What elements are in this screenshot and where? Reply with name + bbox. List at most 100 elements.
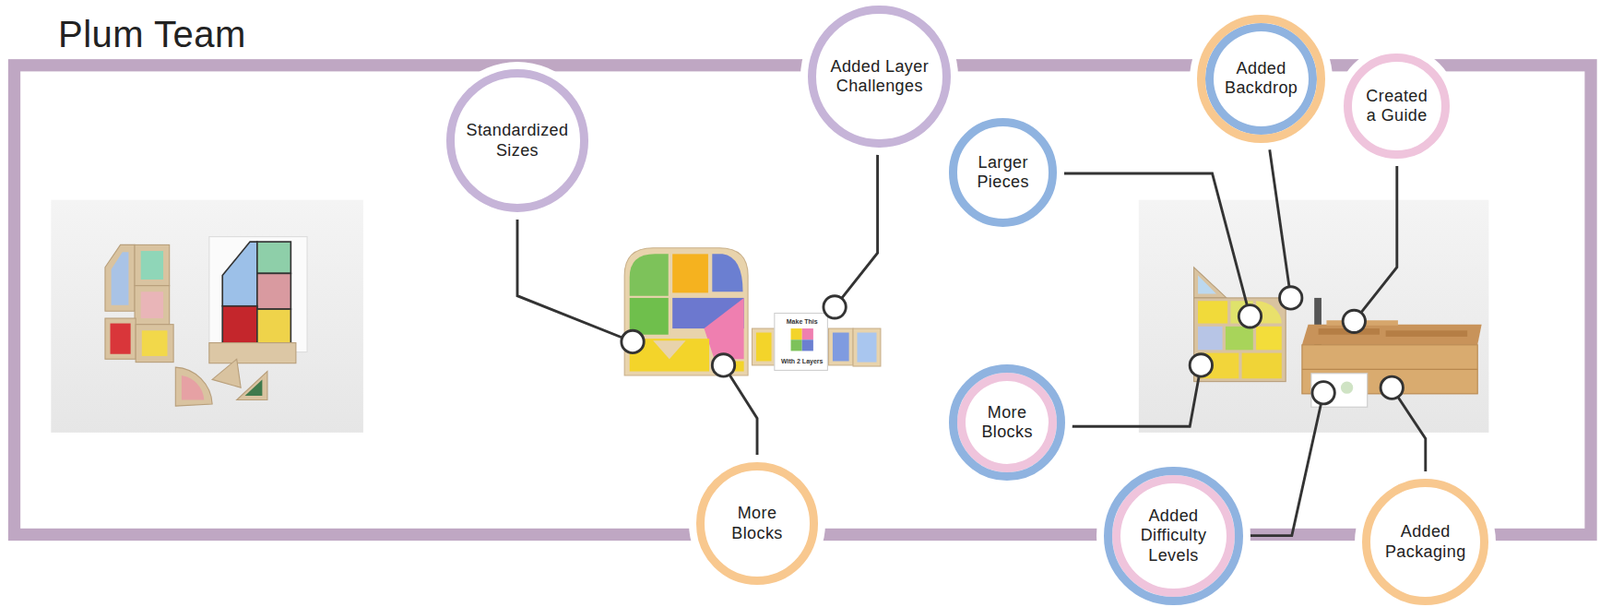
photo-before: [134, 244, 170, 285]
feature-label: Added Difficulty Levels: [1134, 506, 1213, 566]
photo-before: [110, 323, 131, 355]
feature-text: Added Difficulty Levels: [1134, 506, 1213, 566]
blocks-prototype: [672, 253, 709, 293]
feature-text: Created a Guide: [1361, 86, 1434, 126]
feature-label: More Blocks: [974, 402, 1040, 442]
photo-before: [209, 237, 308, 353]
photo-final: [1197, 326, 1223, 350]
photo-before: [257, 308, 292, 347]
photo-before: [50, 200, 364, 433]
leader-line: [1391, 387, 1426, 480]
feature-label: Added Backdrop: [1221, 59, 1301, 98]
blocks-prototype: [751, 328, 775, 366]
feature-text: More Blocks: [720, 503, 795, 543]
photo-final: [1138, 200, 1490, 433]
blocks-prototype: [791, 328, 803, 340]
photo-before: [222, 306, 258, 347]
feature-text: Added Backdrop: [1221, 59, 1301, 98]
photo-before: [134, 285, 170, 325]
feature-circle: More Blocks: [948, 364, 1066, 481]
feature-text: Larger Pieces: [966, 153, 1041, 192]
feature-circle: Added Layer Challenges: [807, 5, 951, 149]
callout-dot: [1312, 381, 1335, 404]
leader-line: [1228, 392, 1324, 536]
photo-final: [1194, 267, 1227, 298]
feature-circle: More Blocks: [696, 462, 819, 585]
photo-before: [141, 250, 164, 280]
photo-before: [50, 200, 364, 433]
photo-before: [212, 358, 241, 388]
blocks-prototype: [652, 340, 686, 359]
photo-before: [257, 272, 292, 309]
photo-final: [1302, 368, 1478, 370]
feature-text: Added Packaging: [1384, 521, 1468, 561]
photo-final: [1242, 353, 1282, 380]
photo-before: [111, 251, 130, 306]
card-text: With 2 Layers: [781, 356, 823, 366]
photo-before: [245, 379, 263, 396]
feature-label: Standardized Sizes: [462, 120, 573, 160]
callout-dot: [711, 354, 735, 377]
feature-circle: Added Packaging: [1362, 478, 1489, 605]
leader-line: [517, 212, 633, 342]
blocks-prototype: [756, 332, 772, 362]
blocks-prototype: [828, 328, 854, 366]
leader-line: [723, 365, 759, 463]
feature-circle: Created a Guide: [1343, 53, 1450, 160]
diagram-title: Plum Team: [58, 12, 247, 56]
callout-dot: [621, 330, 644, 353]
feature-circle: Added Backdrop: [1197, 14, 1326, 143]
blocks-prototype: [853, 328, 881, 367]
blocks-prototype: [791, 339, 803, 351]
photo-before: [209, 343, 297, 364]
photo-before: [142, 330, 168, 356]
blocks-prototype: [802, 328, 814, 340]
feature-circle: Added Difficulty Levels: [1103, 466, 1243, 605]
photo-before: [181, 375, 204, 401]
card-text: Make This: [786, 317, 818, 326]
leader-line: [1062, 365, 1201, 427]
blocks-prototype: [856, 332, 877, 363]
callout-dot: [1238, 305, 1261, 328]
feature-circle: Larger Pieces: [948, 118, 1057, 226]
photo-before: [141, 291, 164, 319]
callout-dot: [823, 296, 846, 319]
blocks-prototype: [774, 313, 829, 371]
blocks-prototype: [832, 332, 850, 362]
photo-before: [105, 318, 136, 359]
blocks-prototype: [624, 248, 881, 376]
callout-dot: [1380, 376, 1403, 399]
photo-before: [237, 371, 268, 401]
leader-line: [834, 148, 878, 307]
photo-final: [1197, 275, 1217, 295]
blocks-prototype: [703, 297, 744, 359]
photo-final: [1225, 326, 1254, 350]
feature-label: Added Packaging: [1384, 521, 1468, 561]
callout-dot: [1189, 354, 1212, 377]
photo-before: [135, 324, 174, 363]
feature-text: Standardized Sizes: [462, 120, 573, 160]
blocks-prototype: [802, 339, 814, 351]
leader-line: [1056, 173, 1250, 317]
photo-final: [1386, 330, 1469, 337]
photo-before: [222, 241, 258, 307]
feature-text: More Blocks: [974, 402, 1040, 442]
photo-final: [1197, 300, 1228, 323]
feature-label: Created a Guide: [1361, 86, 1434, 126]
callout-dot: [1342, 309, 1365, 332]
feature-label: Added Layer Challenges: [826, 57, 933, 96]
feature-label: More Blocks: [720, 503, 795, 543]
blocks-prototype: [629, 253, 669, 296]
feature-text: Added Layer Challenges: [826, 57, 933, 96]
photo-final: [1340, 381, 1353, 394]
blocks-prototype: [629, 297, 669, 335]
photo-final: [1256, 326, 1282, 350]
feature-circle: Standardized Sizes: [446, 69, 590, 213]
photo-before: [257, 241, 292, 273]
leader-line: [1268, 141, 1291, 298]
photo-final: [1302, 324, 1482, 345]
photo-before: [105, 244, 135, 311]
leader-line: [1353, 155, 1397, 321]
photo-final: [1311, 373, 1368, 407]
